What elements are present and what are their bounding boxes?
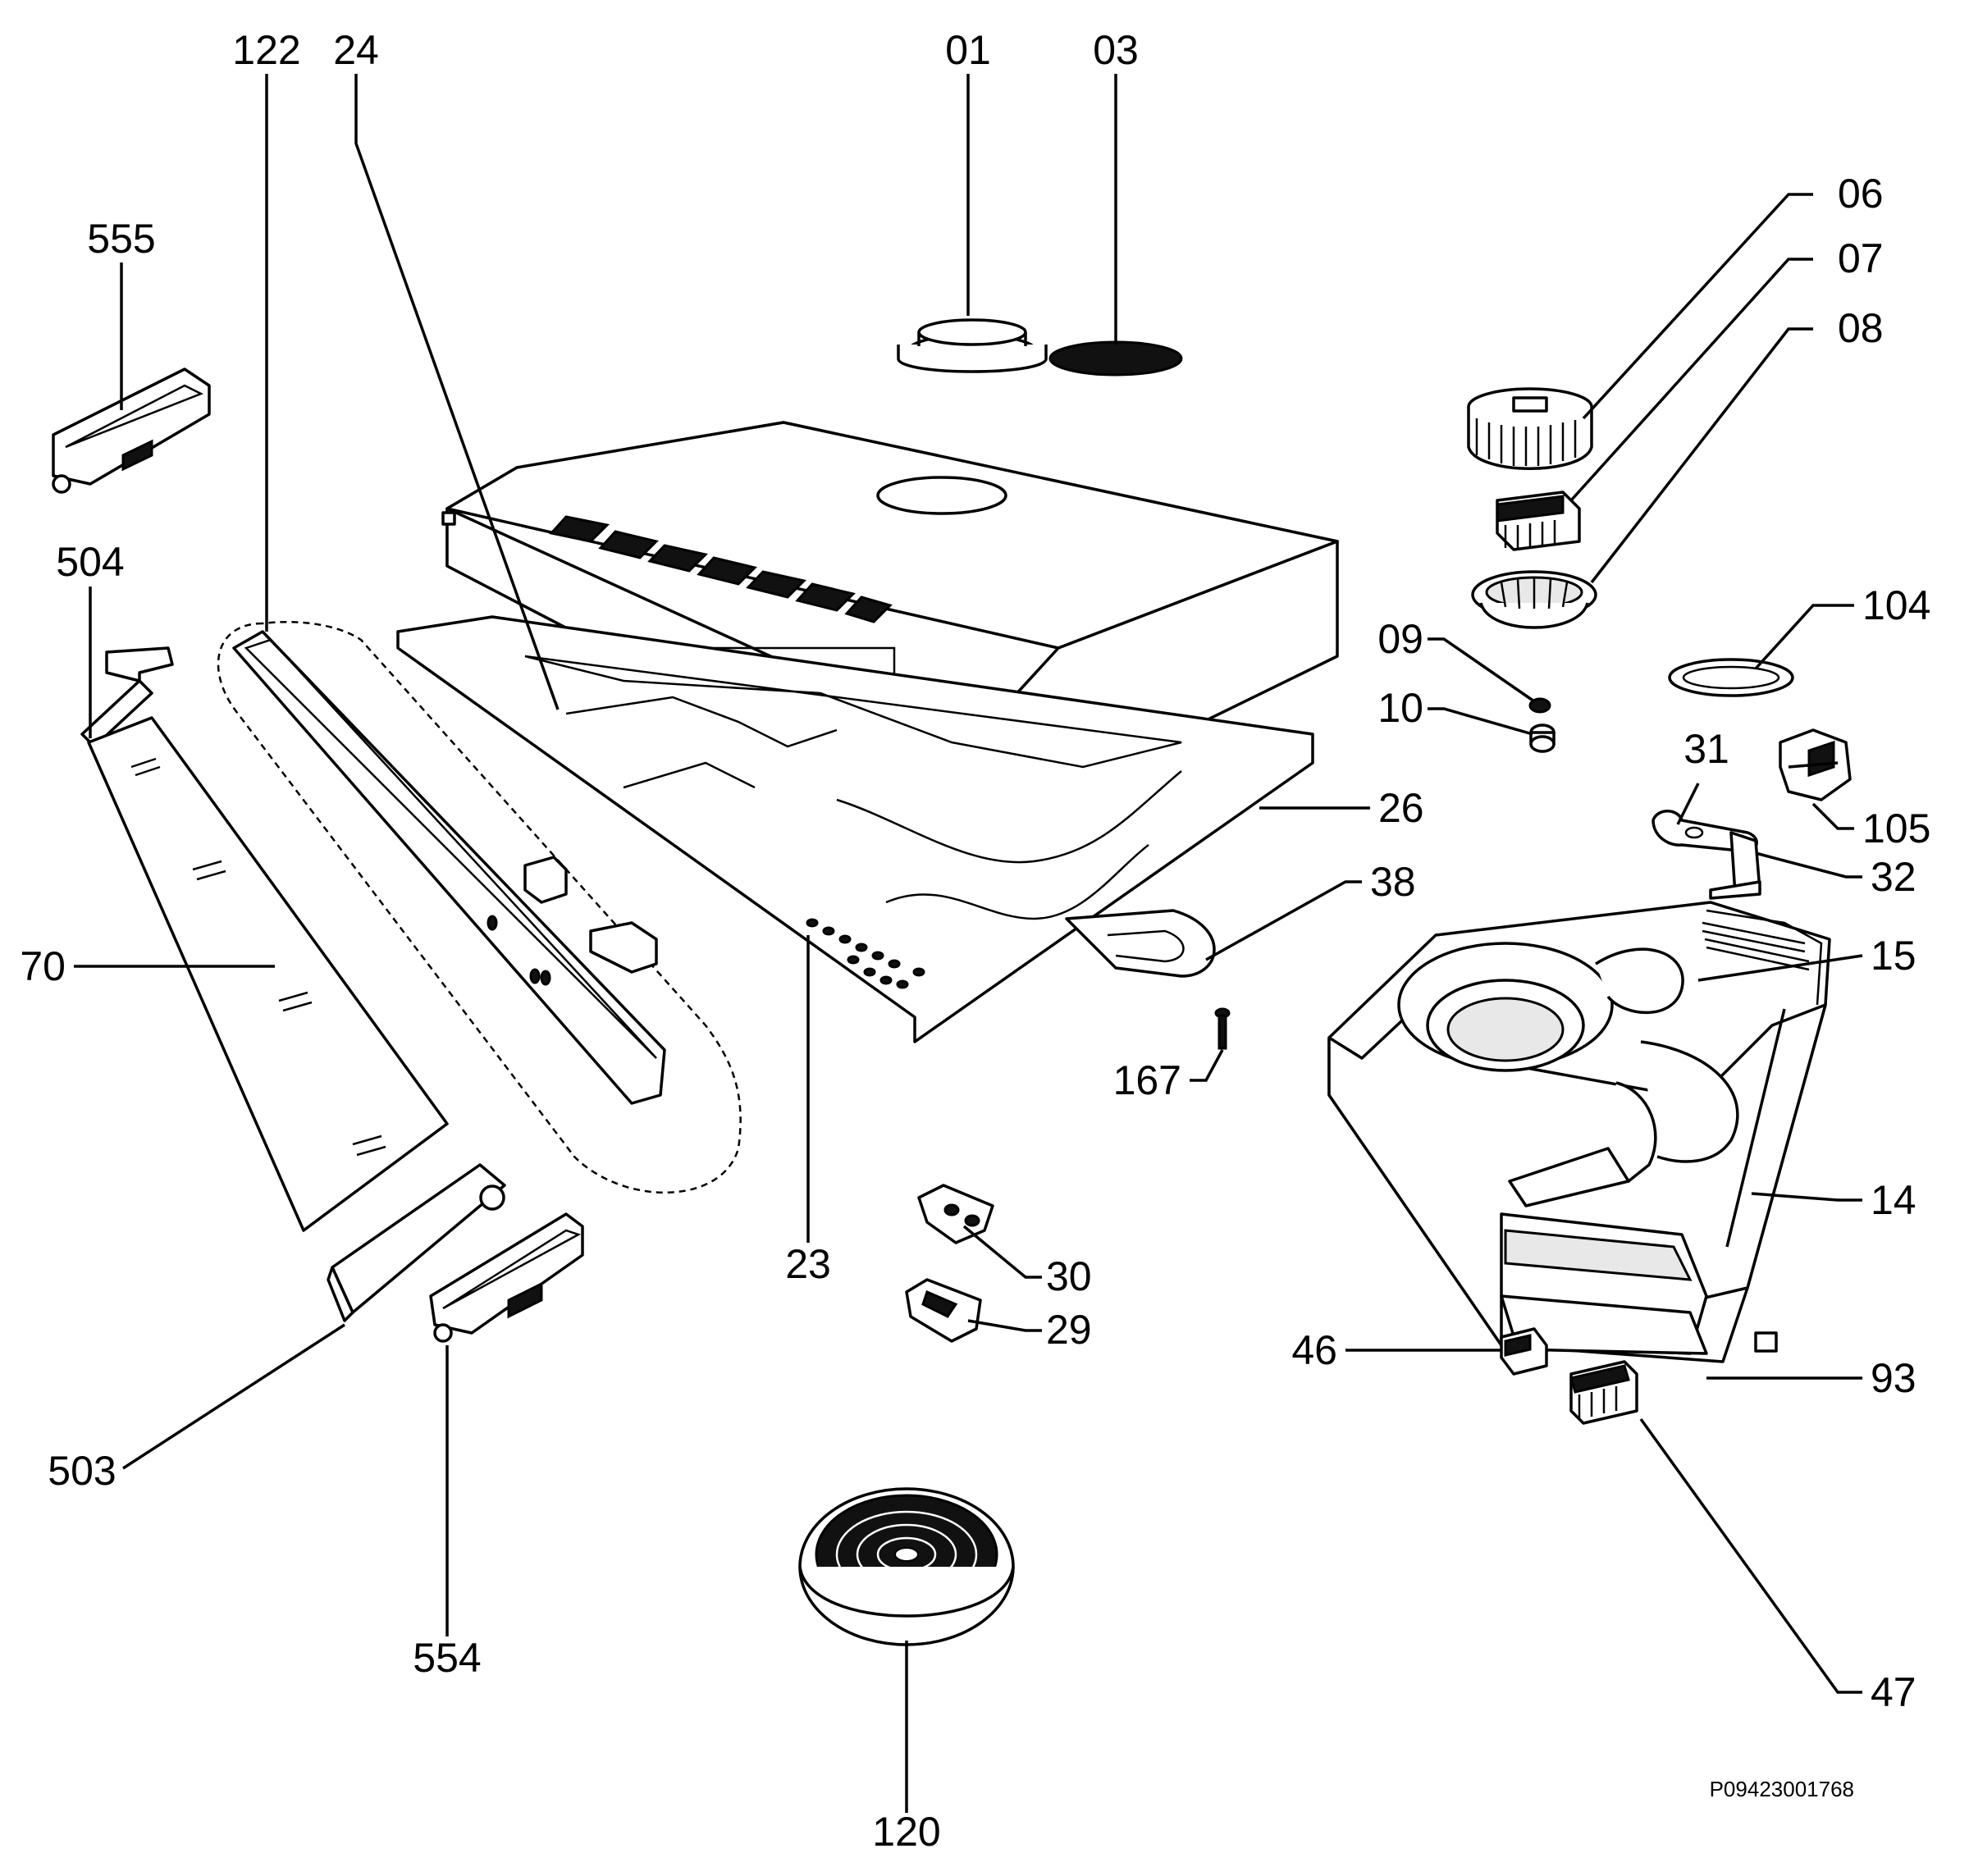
part-01-cap <box>897 318 1048 373</box>
callout-03: 03 <box>1093 27 1139 73</box>
part-10-bushing <box>1529 723 1556 753</box>
part-03-disc <box>1048 340 1183 377</box>
callout-46: 46 <box>1291 1327 1337 1373</box>
part-504-hinge <box>80 646 174 748</box>
drawing-code: P09423001768 <box>1710 1777 1854 1801</box>
part-120-carbon-filter <box>798 1487 1015 1646</box>
callout-06: 06 <box>1838 171 1884 217</box>
callout-15: 15 <box>1871 933 1916 979</box>
part-47-terminal-block <box>1569 1360 1638 1425</box>
part-30-clip <box>917 1184 994 1244</box>
callout-09: 09 <box>1377 616 1423 662</box>
part-503-holder <box>327 1163 506 1322</box>
callout-32: 32 <box>1871 854 1916 900</box>
callout-01: 01 <box>945 27 991 73</box>
callout-29: 29 <box>1046 1307 1092 1353</box>
part-122-front-panel <box>217 620 742 1194</box>
callout-08: 08 <box>1838 305 1884 351</box>
callout-23: 23 <box>785 1241 831 1287</box>
part-06-motor-cover <box>1467 387 1593 470</box>
callout-38: 38 <box>1370 859 1416 905</box>
callout-93: 93 <box>1871 1355 1916 1401</box>
callout-104: 104 <box>1862 582 1930 628</box>
filter-tray <box>396 615 1314 1043</box>
callout-47: 47 <box>1871 1669 1916 1715</box>
part-105-switch <box>1779 728 1852 801</box>
callout-555: 555 <box>87 216 155 262</box>
part-09-nut <box>1528 697 1551 714</box>
callout-30: 30 <box>1046 1253 1092 1299</box>
part-46-connector <box>1500 1327 1548 1376</box>
callout-503: 503 <box>48 1448 116 1494</box>
callout-122: 122 <box>232 27 300 73</box>
part-104-lamp-cover <box>1668 658 1794 697</box>
part-555-bracket <box>52 367 211 494</box>
callout-504: 504 <box>56 539 124 585</box>
part-70-glass-panel <box>87 716 449 1232</box>
callout-554: 554 <box>413 1635 481 1681</box>
part-29-clip <box>905 1278 982 1343</box>
callout-167: 167 <box>1113 1057 1181 1103</box>
part-08-fan-basket <box>1471 570 1597 629</box>
part-31-32-lamp-holder <box>1651 810 1761 900</box>
part-554-bracket <box>429 1212 584 1343</box>
grease-holes <box>806 918 925 989</box>
part-167-screw <box>1214 1007 1231 1050</box>
callout-10: 10 <box>1377 685 1423 731</box>
control-slots <box>549 515 893 623</box>
callout-105: 105 <box>1862 806 1930 851</box>
callout-07: 07 <box>1838 235 1884 281</box>
callout-24: 24 <box>333 27 379 73</box>
callout-14: 14 <box>1871 1177 1916 1223</box>
callout-70: 70 <box>20 943 66 989</box>
callout-labels: 01 03 06 07 08 09 10 14 15 23 24 26 29 3… <box>20 27 1930 1855</box>
part-07-motor <box>1496 491 1581 551</box>
callout-120: 120 <box>872 1809 940 1855</box>
part-14-fan-housing <box>1327 901 1831 1363</box>
callout-31: 31 <box>1683 726 1729 772</box>
callout-26: 26 <box>1378 785 1424 831</box>
leader-lines <box>74 74 1863 1813</box>
